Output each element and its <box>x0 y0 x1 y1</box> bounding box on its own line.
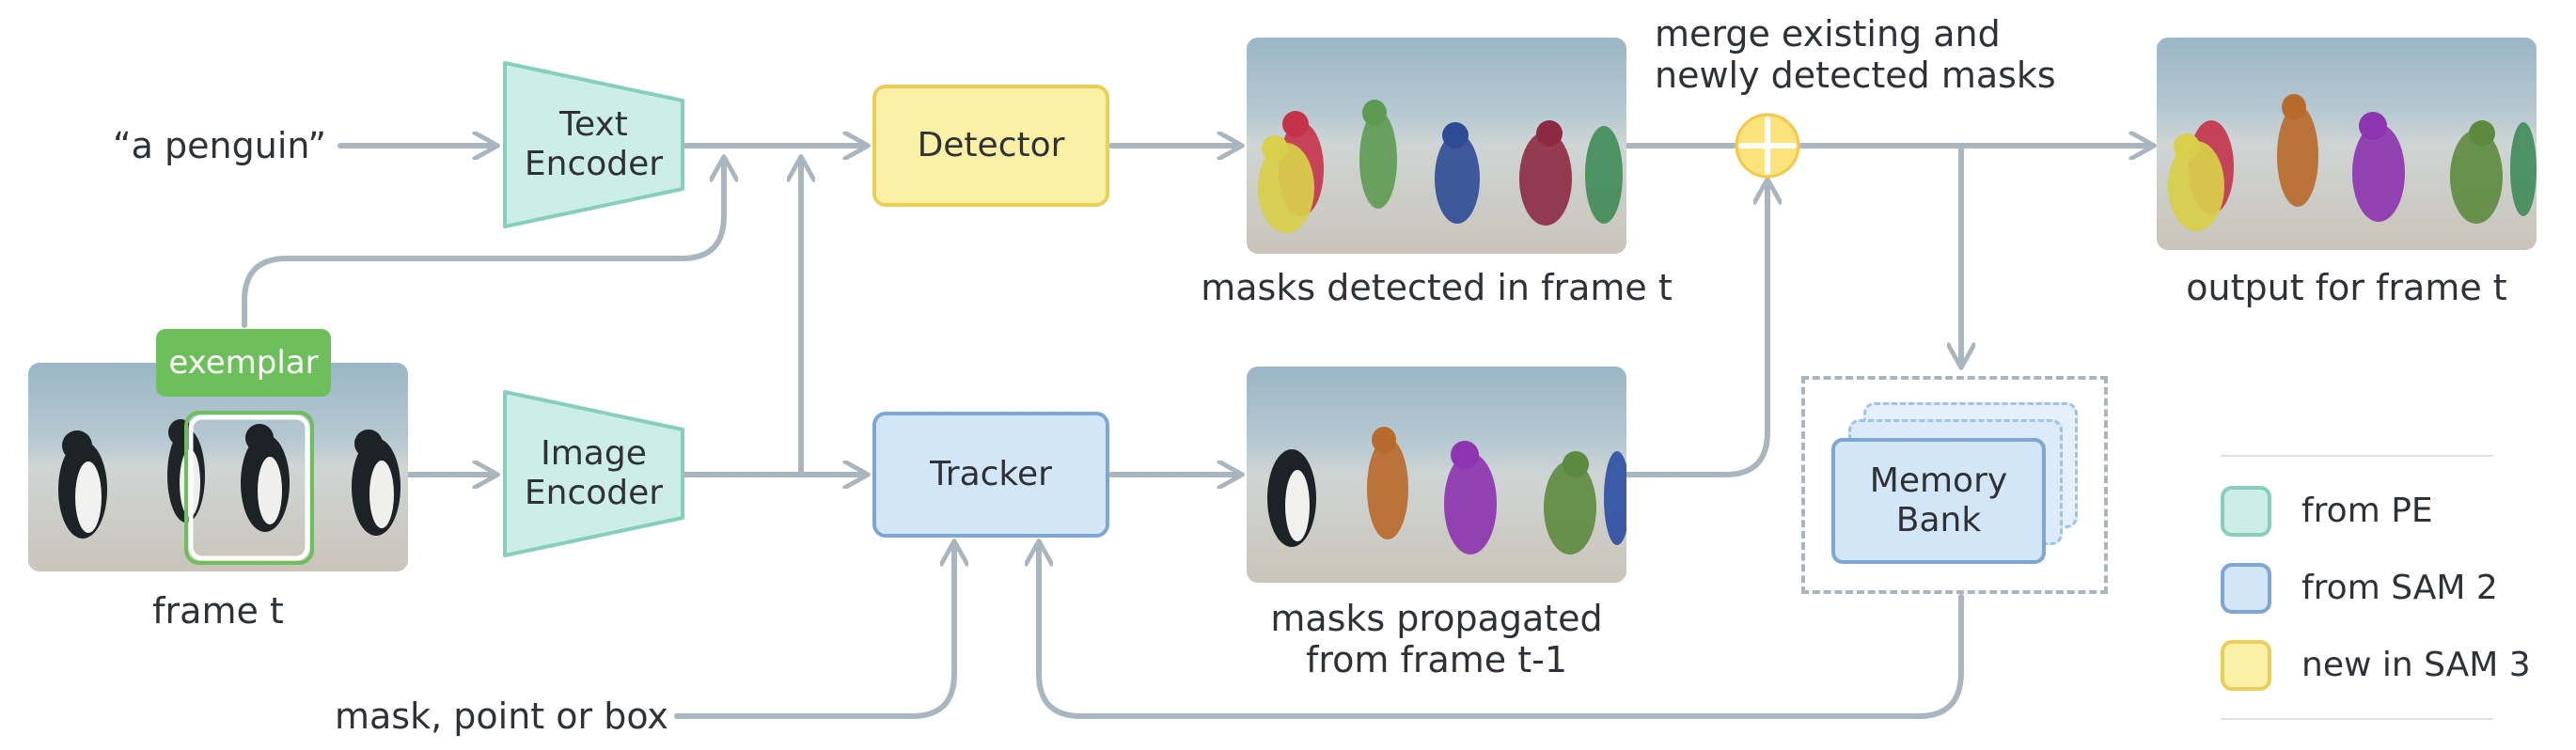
arrow-propagated-to-merge <box>1624 180 1767 477</box>
image-encoder-shape <box>503 390 684 557</box>
tracker: Tracker <box>872 412 1109 538</box>
legend-label-pe: from PE <box>2301 492 2433 530</box>
text-encoder-line1: Text <box>559 105 628 144</box>
penguin-1 <box>58 430 107 539</box>
masks-propagated-line1: masks propagated <box>1270 598 1603 639</box>
legend-swatch-sam2 <box>2221 563 2271 614</box>
frame-label: frame t <box>152 590 284 632</box>
output-image <box>2157 38 2537 250</box>
image-encoder: Image Encoder <box>502 389 685 558</box>
memory-bank: Memory Bank <box>1831 438 2046 564</box>
legend-swatch-sam3 <box>2221 640 2271 691</box>
legend-swatch-pe <box>2221 486 2271 537</box>
masks-detected-image <box>1247 38 1626 254</box>
exemplar-tag: exemplar <box>156 329 331 397</box>
legend-top-rule <box>2221 455 2493 457</box>
out-mask-olive <box>2450 120 2503 224</box>
text-encoder-shape <box>503 61 684 228</box>
legend-bottom-rule <box>2221 718 2493 720</box>
text-encoder-line2: Encoder <box>524 145 664 183</box>
mask-purple <box>1444 441 1497 555</box>
masks-propagated-line2: from frame t-1 <box>1305 639 1568 680</box>
detector: Detector <box>872 85 1109 207</box>
penguin-4 <box>352 430 401 536</box>
merge-line2: newly detected masks <box>1655 55 2056 96</box>
image-encoder-line1: Image <box>541 434 647 473</box>
arrow-prompts-to-tracker <box>674 542 954 719</box>
prompts-label: mask, point or box <box>335 695 668 737</box>
mask-green <box>1359 100 1397 209</box>
mask-green-right <box>1585 126 1623 224</box>
legend: from PE from SAM 2 new in SAM 3 <box>2221 455 2531 720</box>
masks-propagated-image <box>1247 367 1626 583</box>
arrow-exemplar-to-text-encoder <box>242 158 724 328</box>
out-mask-yellow <box>2168 133 2224 231</box>
mask-yellow <box>1258 135 1314 233</box>
merge-line1: merge existing and <box>1655 13 2001 55</box>
penguin-black-a <box>1267 449 1316 547</box>
merge-plus-icon <box>1735 113 1800 179</box>
text-prompt-label: “a penguin” <box>113 125 327 166</box>
text-encoder: Text Encoder <box>502 60 685 229</box>
image-encoder-line2: Encoder <box>524 474 664 512</box>
memory-bank-line2: Bank <box>1895 501 1982 539</box>
out-mask-orange <box>2277 94 2318 207</box>
memory-bank-line1: Memory <box>1869 461 2008 500</box>
mask-orange <box>1367 427 1408 539</box>
memory-bank-region <box>1801 376 2108 594</box>
legend-item-sam3: new in SAM 3 <box>2221 635 2531 695</box>
masks-detected-label: masks detected in frame t <box>1201 267 1673 308</box>
legend-item-pe: from PE <box>2221 481 2433 541</box>
mask-navy <box>1604 451 1626 545</box>
input-frame-image <box>28 363 408 571</box>
out-mask-purple <box>2352 112 2405 222</box>
mask-maroon <box>1519 120 1572 226</box>
output-label: output for frame t <box>2186 267 2507 308</box>
legend-label-sam2: from SAM 2 <box>2301 569 2498 607</box>
masks-propagated-label: masks propagated from frame t-1 <box>1200 598 1673 680</box>
mask-olive <box>1544 451 1596 555</box>
legend-label-sam3: new in SAM 3 <box>2301 646 2531 684</box>
merge-label: merge existing and newly detected masks <box>1655 13 2056 96</box>
out-mask-green <box>2510 122 2537 216</box>
penguin-3-exemplar <box>241 424 290 532</box>
mask-blue <box>1435 122 1480 224</box>
arrow-memory-to-tracker <box>1039 542 1964 719</box>
legend-item-sam2: from SAM 2 <box>2221 558 2498 618</box>
